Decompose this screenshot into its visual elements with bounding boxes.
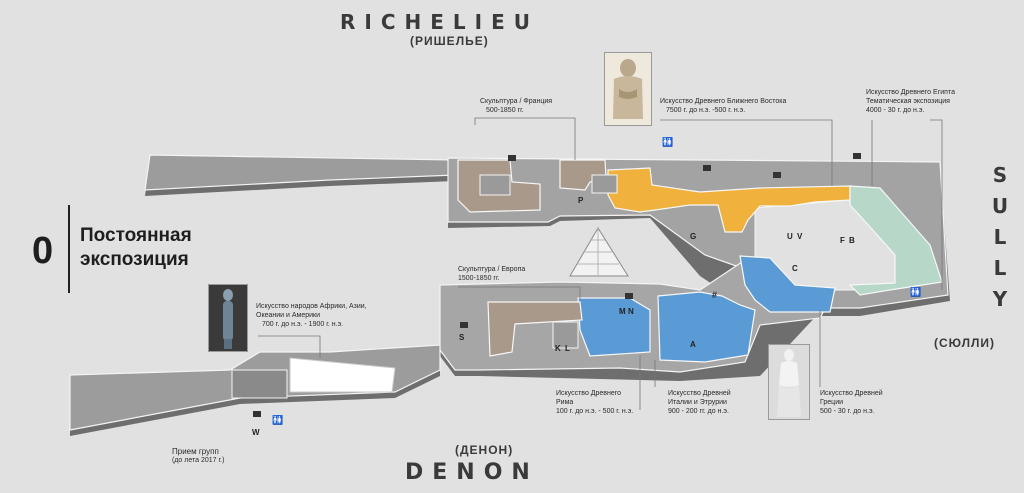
wing-denon: DENON	[405, 460, 539, 485]
gallery-letter-l: L	[565, 344, 570, 353]
caption-africa: Искусство народов Африки, Азии, Океании …	[256, 303, 367, 328]
leader-lines	[258, 117, 943, 410]
gallery-letter-b: B	[849, 236, 855, 245]
stair-symbols	[253, 153, 861, 417]
gallery-letter-u: U	[787, 232, 793, 241]
toilets-icon-sully: 🚻	[910, 287, 922, 297]
statue-africa-image	[208, 284, 248, 352]
richelieu-corridor	[144, 154, 456, 191]
gallery-letter-m: M	[619, 307, 626, 316]
wing-richelieu-ru: (РИШЕЛЬЕ)	[410, 34, 489, 48]
pyramid	[569, 227, 629, 277]
caption-sculpture-france: Скульптура / Франция 500-1850 гг.	[480, 98, 553, 114]
venus-de-milo-image	[768, 344, 810, 420]
wing-denon-ru: (ДЕНОН)	[455, 443, 514, 457]
sculpture-europe-area	[487, 301, 583, 357]
gallery-letter-g: G	[690, 232, 697, 241]
gallery-letter-c: C	[792, 264, 798, 273]
elevator-icon: #	[712, 290, 718, 300]
antiquities-blue-1	[739, 255, 836, 313]
gallery-letter-k: K	[555, 344, 561, 353]
caption-groups: Прием групп (до лета 2017 г.)	[172, 447, 225, 464]
wing-sully-ru: (СЮЛЛИ)	[934, 336, 996, 350]
floor-title-line1: Постоянная	[80, 225, 192, 246]
gallery-letter-f: F	[840, 236, 845, 245]
caption-greece: Искусство Древней Греции 500 - 30 г. до …	[820, 390, 883, 415]
caption-near-east: Искусство Древнего Ближнего Востока 7500…	[660, 98, 787, 114]
floor-number: 0	[32, 230, 54, 272]
caption-egypt: Искусство Древнего Египта Тематическая э…	[866, 89, 955, 114]
floor-title: Постоянная экспозиция	[80, 224, 192, 272]
caption-sculpture-europe: Скульптура / Европа 1500-1850 гг.	[458, 266, 526, 282]
gallery-letter-w: W	[252, 428, 260, 437]
floor-divider	[68, 205, 70, 293]
gallery-letter-n: N	[628, 307, 634, 316]
antiquities-blue-3	[577, 297, 651, 357]
toilets-icon-denon: 🚻	[272, 415, 284, 425]
gallery-letter-v: V	[797, 232, 803, 241]
caption-rome: Искусство Древнего Рима 100 г. до н.э. -…	[556, 390, 634, 415]
gallery-letter-a: A	[690, 340, 696, 349]
near-east-area	[607, 167, 851, 233]
caption-etruria: Искусство Древней Италии и Этрурии 900 -…	[668, 390, 731, 415]
antiquities-blue-2	[657, 291, 756, 363]
egypt-area	[848, 185, 943, 296]
africa-hall	[289, 357, 396, 393]
floor-title-line2: экспозиция	[80, 249, 189, 270]
toilets-icon: 🚻	[662, 137, 674, 147]
wing-sully: SULLY	[991, 163, 1009, 311]
gallery-letter-p: P	[578, 196, 584, 205]
wing-richelieu: RICHELIEU	[340, 10, 540, 34]
gallery-letter-s: S	[459, 333, 465, 342]
statue-near-east-image	[604, 52, 652, 126]
sculpture-france-area-2	[559, 159, 607, 191]
